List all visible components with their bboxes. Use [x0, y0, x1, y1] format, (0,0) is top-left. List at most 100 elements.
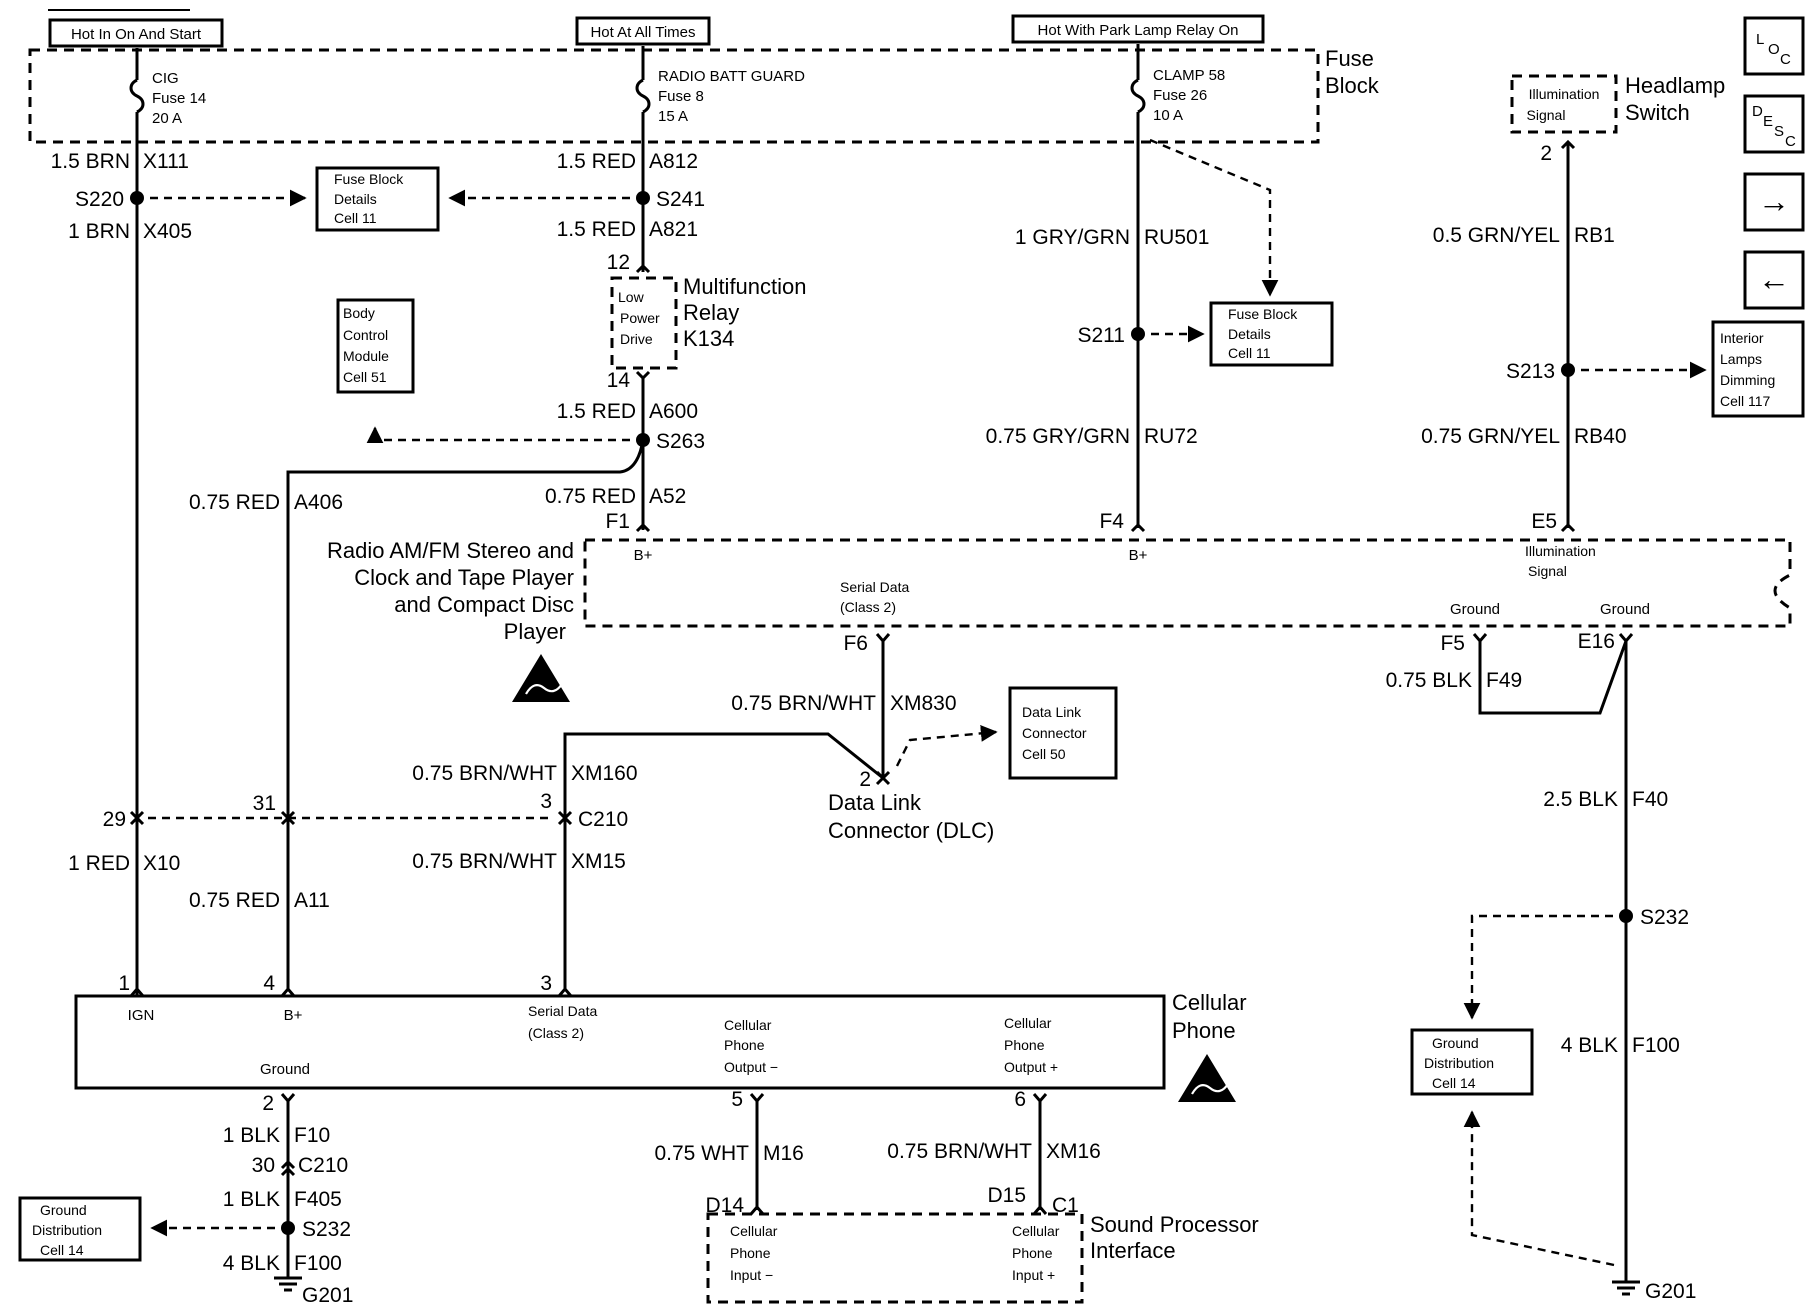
svg-text:Phone: Phone — [1004, 1037, 1045, 1053]
svg-text:K134: K134 — [683, 326, 734, 351]
ref-ground-distribution-left[interactable]: Ground Distribution Cell 14 — [18, 1196, 142, 1262]
svg-text:Input −: Input − — [730, 1267, 773, 1283]
prev-arrow-button[interactable]: ← — [1743, 250, 1805, 310]
svg-text:E: E — [1763, 113, 1773, 130]
svg-text:10 A: 10 A — [1153, 107, 1183, 124]
splice-s213-dot — [1561, 363, 1575, 377]
svg-text:0.75 BRN/WHT: 0.75 BRN/WHT — [731, 692, 876, 715]
splice-s220: S220 — [75, 188, 124, 211]
svg-text:Signal: Signal — [1527, 107, 1566, 123]
desc-button[interactable]: D E S C — [1743, 94, 1805, 154]
svg-text:A11: A11 — [294, 889, 330, 912]
svg-text:Switch: Switch — [1625, 100, 1690, 125]
svg-text:Cell 14: Cell 14 — [40, 1242, 84, 1258]
power-label-hot-in-on-start: Hot In On And Start — [48, 18, 224, 48]
ground-g201-right: G201 — [1612, 1280, 1696, 1303]
splice-s232-left-dot — [281, 1221, 295, 1235]
ref-data-link-connector[interactable]: Data Link Connector Cell 50 — [1008, 686, 1118, 780]
ref-interior-lamps-dimming[interactable]: Interior Lamps Dimming Cell 117 — [1711, 320, 1805, 418]
wire-label-xm16: 0.75 BRN/WHT XM16 — [887, 1140, 1101, 1163]
svg-text:A52: A52 — [649, 485, 686, 508]
wire-xm160 — [563, 732, 884, 822]
wire-label-xm830: 0.75 BRN/WHT XM830 — [731, 692, 956, 715]
wire-f49 — [1478, 640, 1628, 715]
radio-pin-f4: F4 B+ — [1099, 510, 1147, 564]
splice-s241-dot — [636, 191, 650, 205]
wire-label-x10: 1 RED X10 — [68, 852, 180, 875]
svg-text:1.5 BRN: 1.5 BRN — [51, 150, 130, 173]
svg-text:Hot In On And Start: Hot In On And Start — [71, 26, 202, 43]
radio-pin-e5: E5 Illumination Signal — [1525, 510, 1596, 579]
svg-text:B+: B+ — [1129, 547, 1148, 564]
svg-text:X405: X405 — [143, 220, 192, 243]
svg-text:Cellular: Cellular — [730, 1223, 778, 1239]
svg-text:F100: F100 — [294, 1252, 342, 1275]
next-arrow-button[interactable]: → — [1743, 172, 1805, 232]
svg-text:B+: B+ — [284, 1007, 303, 1024]
svg-text:Output −: Output − — [724, 1059, 778, 1075]
svg-text:F10: F10 — [294, 1124, 330, 1147]
phone-pin-serial: 3 Serial Data (Class 2) — [528, 972, 597, 1041]
svg-text:Cell 51: Cell 51 — [343, 369, 387, 385]
svg-text:Input +: Input + — [1012, 1267, 1055, 1283]
svg-text:0.75 BLK: 0.75 BLK — [1386, 669, 1472, 692]
ref-arrow-clamp — [1149, 138, 1279, 297]
svg-text:Details: Details — [1228, 326, 1271, 342]
ref-ground-distribution-right[interactable]: Ground Distribution Cell 14 — [1410, 1028, 1534, 1096]
wire-label-f100-right: 4 BLK F100 — [1561, 1034, 1680, 1057]
svg-text:30: 30 — [252, 1154, 275, 1177]
svg-text:2: 2 — [1540, 142, 1552, 165]
svg-text:1: 1 — [118, 972, 130, 995]
svg-text:1 GRY/GRN: 1 GRY/GRN — [1015, 226, 1130, 249]
splice-s232-right: S232 — [1640, 906, 1689, 929]
splice-s211-dot — [1131, 327, 1145, 341]
svg-text:O: O — [1768, 41, 1780, 58]
svg-text:4 BLK: 4 BLK — [1561, 1034, 1618, 1057]
wire-label-m16: 0.75 WHT M16 — [654, 1142, 803, 1165]
sound-processor-label: Sound Processor Interface — [1090, 1212, 1259, 1263]
svg-text:XM16: XM16 — [1046, 1140, 1101, 1163]
svg-text:Output +: Output + — [1004, 1059, 1058, 1075]
svg-text:C210: C210 — [298, 1154, 348, 1177]
svg-text:2: 2 — [262, 1092, 274, 1115]
splice-s232-left: S232 — [302, 1218, 351, 1241]
svg-text:Sound Processor: Sound Processor — [1090, 1212, 1259, 1237]
ref-fuse-block-details-1[interactable]: Fuse Block Details Cell 11 — [315, 166, 440, 232]
wire-label-x405: 1 BRN X405 — [68, 220, 192, 243]
phone-pin-ign: 1 IGN — [118, 972, 154, 1024]
svg-text:Dimming: Dimming — [1720, 372, 1775, 388]
ref-fuse-block-details-2[interactable]: Fuse Block Details Cell 11 — [1209, 301, 1334, 367]
svg-text:2: 2 — [859, 768, 871, 791]
svg-text:Interface: Interface — [1090, 1238, 1176, 1263]
svg-text:1 BLK: 1 BLK — [223, 1124, 280, 1147]
ref-arrow-g201-right — [1463, 1110, 1615, 1267]
ref-body-control-module[interactable]: Body Control Module Cell 51 — [336, 298, 415, 394]
svg-text:Lamps: Lamps — [1720, 351, 1762, 367]
svg-text:1.5 RED: 1.5 RED — [557, 150, 636, 173]
svg-text:D15: D15 — [987, 1184, 1026, 1207]
svg-text:F4: F4 — [1099, 510, 1124, 533]
svg-text:XM15: XM15 — [571, 850, 626, 873]
svg-text:Body: Body — [343, 305, 375, 321]
svg-text:M16: M16 — [763, 1142, 804, 1165]
svg-text:F1: F1 — [605, 510, 630, 533]
wire-label-a406: 0.75 RED A406 — [189, 491, 343, 514]
loc-button[interactable]: L O C — [1743, 16, 1805, 76]
fuse-radio-batt-guard: RADIO BATT GUARD Fuse 8 15 A — [635, 46, 805, 135]
svg-text:D14: D14 — [705, 1194, 744, 1217]
svg-text:Cellular: Cellular — [724, 1017, 772, 1033]
svg-text:Phone: Phone — [730, 1245, 771, 1261]
ground-g201-left: G201 — [274, 1276, 353, 1307]
svg-text:F100: F100 — [1632, 1034, 1680, 1057]
svg-text:Cellular: Cellular — [1004, 1015, 1052, 1031]
svg-text:1 BRN: 1 BRN — [68, 220, 130, 243]
svg-text:Cell 11: Cell 11 — [334, 210, 377, 226]
ref-arrow-s232-right — [1463, 914, 1613, 1020]
svg-text:15 A: 15 A — [658, 108, 688, 125]
radio-outline — [583, 538, 1792, 628]
svg-text:XM160: XM160 — [571, 762, 638, 785]
svg-text:(Class 2): (Class 2) — [528, 1025, 584, 1041]
svg-text:XM830: XM830 — [890, 692, 957, 715]
power-label-hot-park-lamp: Hot With Park Lamp Relay On — [1011, 14, 1265, 44]
svg-text:Connector (DLC): Connector (DLC) — [828, 818, 994, 843]
